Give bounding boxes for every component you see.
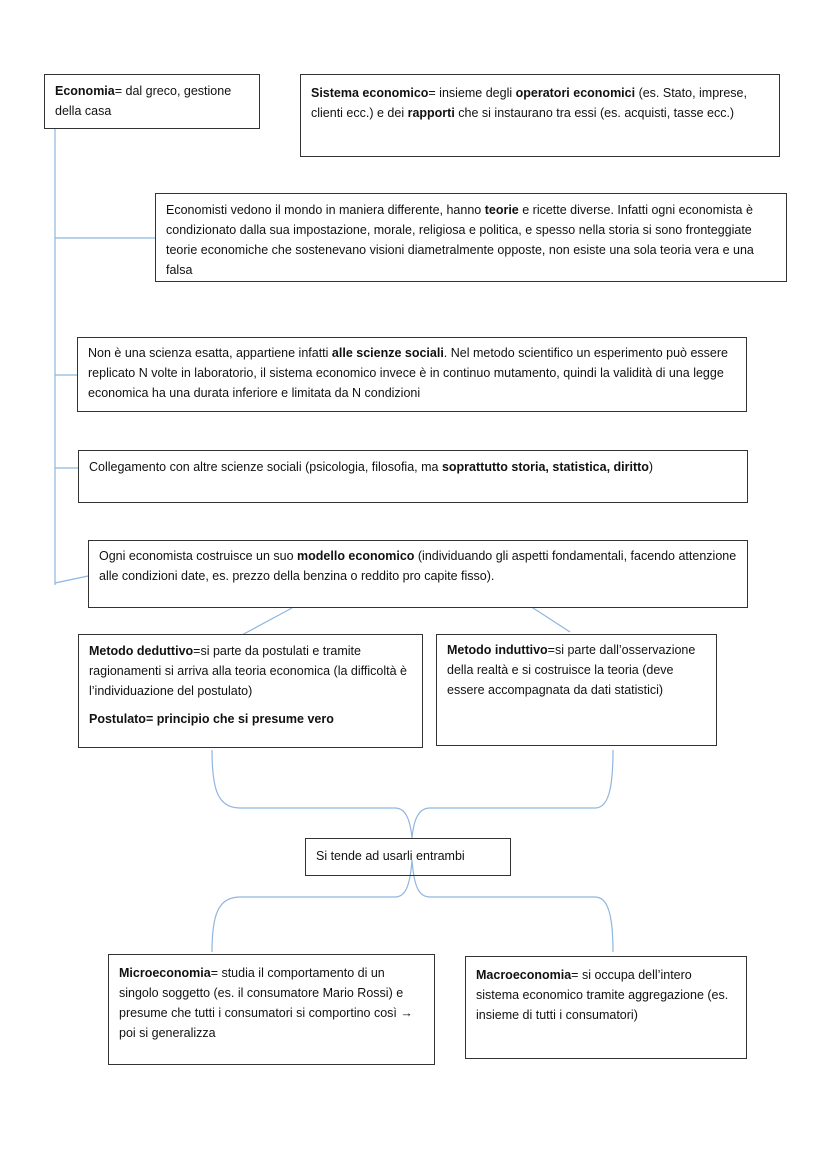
bold-segment: Metodo deduttivo [89, 644, 194, 658]
brace-methods [211, 749, 614, 839]
scienza-box: Non è una scienza esatta, appartiene inf… [77, 337, 747, 412]
text-segment: =si parte dall’osservazione della realtà… [447, 643, 696, 697]
economia-text: Economia= dal greco, gestione della casa [55, 81, 249, 121]
metodo-deduttivo-box: Metodo deduttivo=si parte da postulati e… [78, 634, 423, 748]
metodo-induttivo-text: Metodo induttivo=si parte dall’osservazi… [447, 640, 706, 700]
text-segment: Economisti vedono il mondo in maniera di… [166, 203, 485, 217]
text-segment: Collegamento con altre scienze sociali (… [89, 460, 442, 474]
bold-segment: alle scienze sociali [331, 346, 444, 360]
branch-modello [54, 575, 89, 584]
bold-segment: Sistema economico [311, 86, 429, 100]
bold-segment: soprattutto storia, statistica, diritto [441, 460, 649, 474]
microeconomia-box: Microeconomia= studia il comportamento d… [108, 954, 435, 1065]
bold-segment: Postulato= principio che si presume vero [89, 712, 334, 726]
bold-segment: teorie [484, 203, 519, 217]
text-segment: =si parte da postulati e tramite ragiona… [89, 644, 407, 698]
economisti-box: Economisti vedono il mondo in maniera di… [155, 193, 787, 282]
scienza-text: Non è una scienza esatta, appartiene inf… [88, 343, 736, 403]
collegamento-box: Collegamento con altre scienze sociali (… [78, 450, 748, 503]
link-deduttivo [239, 607, 293, 637]
text-segment: Si tende ad usarli entrambi [316, 849, 465, 863]
brace-branches [211, 859, 614, 953]
bold-segment: Metodo induttivo [447, 643, 548, 657]
modello-box: Ogni economista costruisce un suo modell… [88, 540, 748, 608]
modello-text: Ogni economista costruisce un suo modell… [99, 546, 737, 586]
microeconomia-text: Microeconomia= studia il comportamento d… [119, 963, 424, 1043]
macroeconomia-box: Macroeconomia= si occupa dell’intero sis… [465, 956, 747, 1059]
sistema-economico-box: Sistema economico= insieme degli operato… [300, 74, 780, 157]
bold-segment: Economia [55, 84, 115, 98]
economia-box: Economia= dal greco, gestione della casa [44, 74, 260, 129]
entrambi-text: Si tende ad usarli entrambi [316, 846, 500, 866]
entrambi-box: Si tende ad usarli entrambi [305, 838, 511, 876]
bold-segment: rapporti [407, 106, 455, 120]
postulato-text: Postulato= principio che si presume vero [89, 709, 412, 729]
text-segment: (individuando gli aspetti fondamentali, … [99, 549, 737, 583]
metodo-deduttivo-text: Metodo deduttivo=si parte da postulati e… [89, 641, 412, 701]
metodo-induttivo-box: Metodo induttivo=si parte dall’osservazi… [436, 634, 717, 746]
text-segment: . Nel metodo scientifico un esperimento … [88, 346, 728, 400]
text-segment: poi si generalizza [119, 1026, 216, 1040]
text-segment: ) [648, 460, 654, 474]
text-segment: Ogni economista costruisce un suo [99, 549, 298, 563]
text-segment: = studia il comportamento di un singolo … [119, 966, 404, 1020]
economisti-text: Economisti vedono il mondo in maniera di… [166, 200, 776, 280]
bold-segment: modello economico [297, 549, 415, 563]
bold-segment: Microeconomia [119, 966, 211, 980]
bold-segment: → [400, 1006, 413, 1020]
text-segment: = si occupa dell’intero sistema economic… [476, 968, 729, 1022]
text-segment: = insieme degli [428, 86, 516, 100]
text-segment: = dal greco, gestione della casa [55, 84, 232, 118]
text-segment: (es. Stato, imprese, clienti ecc.) e dei [311, 86, 747, 120]
bold-segment: Macroeconomia [476, 968, 572, 982]
bold-segment: operatori economici [515, 86, 636, 100]
text-segment: Non è una scienza esatta, appartiene inf… [88, 346, 332, 360]
text-segment: e ricette diverse. Infatti ogni economis… [166, 203, 754, 277]
sistema-economico-text: Sistema economico= insieme degli operato… [311, 83, 769, 123]
collegamento-text: Collegamento con altre scienze sociali (… [89, 457, 737, 477]
link-induttivo [529, 605, 571, 633]
macroeconomia-text: Macroeconomia= si occupa dell’intero sis… [476, 965, 736, 1025]
text-segment: che si instaurano tra essi (es. acquisti… [454, 106, 735, 120]
